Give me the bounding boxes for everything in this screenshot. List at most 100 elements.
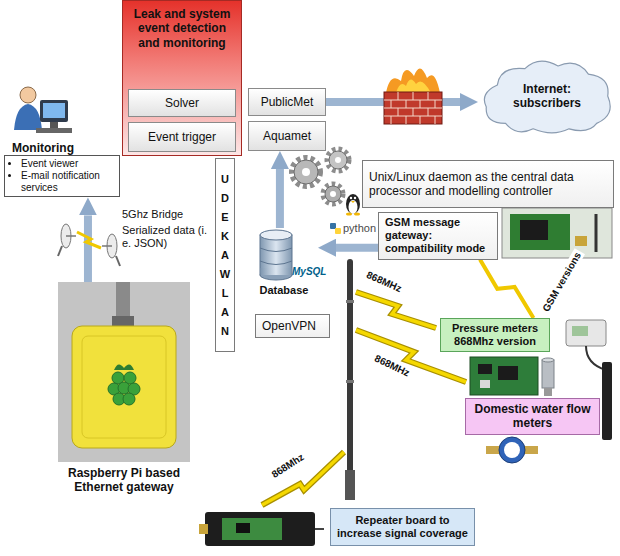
repeater-box: Repeater board to increase signal covera… (330, 508, 475, 546)
data-arrow (276, 169, 284, 228)
process-box-text: Event trigger (133, 130, 231, 144)
linux-penguin (354, 212, 360, 215)
flow-meter-board-photo (542, 358, 554, 362)
gear-icon (330, 191, 336, 197)
internet-cloud-text: Internet: subscribers (500, 82, 594, 111)
process-box: Event trigger (128, 122, 236, 152)
linux-penguin (346, 194, 360, 216)
database-cylinder (260, 230, 292, 240)
radio-bolt (262, 452, 344, 505)
repeater-board-photo (205, 512, 315, 546)
bullet-item: Event viewer (21, 158, 116, 170)
raspberry-gateway-text: Raspberry Pi based Ethernet gateway (58, 466, 190, 495)
flow-meter-board-photo (498, 366, 518, 380)
pressure-meter-box-text: Pressure meters 868Mhz version (446, 322, 544, 348)
vpn-box-text: OpenVPN (262, 319, 323, 333)
radio-bolt (262, 292, 466, 505)
database-cylinder (254, 228, 298, 282)
antenna (345, 470, 355, 500)
vpn-box: OpenVPN (255, 314, 330, 338)
bullet-list: Event viewerE-mail notification services (8, 158, 116, 194)
raspberry-pi-photo (123, 393, 135, 405)
gsm-gateway-photo (575, 236, 587, 246)
gear-icon (335, 157, 341, 163)
wifi-dish (116, 256, 120, 266)
repeater-board-photo (236, 523, 250, 533)
link-label: 5Ghz Bridge (122, 208, 183, 221)
data-arrow (84, 215, 92, 282)
wifi-dish (58, 224, 120, 266)
wlan-band-text: UDEKA WLAN (220, 170, 231, 341)
raspberry-pi-photo (72, 326, 176, 448)
firewall-icon (396, 79, 431, 93)
wifi-dish (102, 245, 112, 247)
frequency-label: 868MHz (365, 269, 404, 295)
operator-icon (50, 122, 58, 128)
gsm-gateway-photo (502, 208, 612, 258)
operator-icon (14, 87, 72, 133)
gsm-gateway-photo (510, 214, 570, 250)
frequency-label: 868Mhz (270, 451, 307, 481)
operator-icon (40, 100, 68, 122)
monitoring-panel: MonitoringEvent viewerE-mail notificatio… (4, 141, 120, 197)
process-box: Solver (128, 89, 236, 117)
raspberry-pi-photo (58, 282, 190, 462)
service-box-text: PublicMet (253, 95, 321, 109)
gsm-gateway-photo (595, 214, 598, 252)
service-box: PublicMet (248, 88, 326, 116)
python-logo-text: python (343, 222, 376, 235)
repeater-board-photo (315, 528, 324, 530)
pressure-sensor-photo (566, 320, 606, 346)
water-meter-photo (499, 437, 525, 463)
antenna (346, 300, 354, 303)
raspberry-pi-photo (58, 282, 190, 462)
firewall-icon (384, 68, 442, 124)
water-meter-photo (486, 446, 500, 454)
daemon-box-text: Unix/Linux daemon as the central data pr… (369, 170, 607, 199)
gateway-box-text: GSM message gateway: compatibility mode (385, 216, 491, 256)
mysql-logo-text: MySQL (292, 266, 326, 278)
water-meter-photo (486, 437, 538, 463)
linux-penguin (346, 212, 352, 215)
gateway-box: GSM message gateway: compatibility mode (378, 212, 498, 260)
wifi-dish (58, 246, 62, 256)
operator-icon (36, 128, 72, 133)
linux-penguin (349, 200, 358, 214)
gear-icon (292, 158, 320, 186)
flow-meter-board-photo (478, 364, 492, 374)
flow-meter-board-photo (544, 388, 552, 396)
repeater-board-photo (199, 512, 324, 546)
gsm-gateway-photo (520, 220, 548, 240)
radio-bolt (356, 292, 436, 328)
water-meter-photo (524, 446, 538, 454)
raspberry-pi-photo (114, 364, 134, 370)
flow-meter-board-photo (602, 362, 612, 440)
database-cylinder (260, 235, 292, 275)
wifi-dish (66, 235, 76, 237)
firewall-icon (386, 68, 440, 93)
gear-icon (325, 186, 341, 202)
data-arrow (336, 244, 378, 252)
gear-icon (329, 151, 347, 169)
flow-meter-board-photo (470, 357, 538, 395)
linux-penguin (351, 201, 355, 203)
database-cylinder (260, 248, 292, 265)
operator-icon (43, 103, 65, 118)
flow-meter-box: Domestic water flow meters (465, 398, 600, 435)
flow-meter-box-text: Domestic water flow meters (471, 402, 594, 431)
radio-bolt (356, 292, 436, 328)
radio-link (480, 260, 534, 318)
antenna (346, 380, 354, 383)
repeater-board-photo (199, 524, 208, 534)
linux-penguin (350, 197, 352, 199)
internet-cloud: Internet: subscribers (478, 55, 616, 137)
python-logo (330, 223, 336, 229)
bullet-item: E-mail notification services (21, 170, 116, 194)
python-logo (330, 223, 341, 234)
flow-meter-board-photo (542, 360, 554, 388)
service-box-text: Aquamet (253, 129, 321, 143)
operator-icon (20, 87, 36, 103)
process-box-text: Solver (133, 96, 231, 110)
radio-bolt (262, 452, 344, 505)
